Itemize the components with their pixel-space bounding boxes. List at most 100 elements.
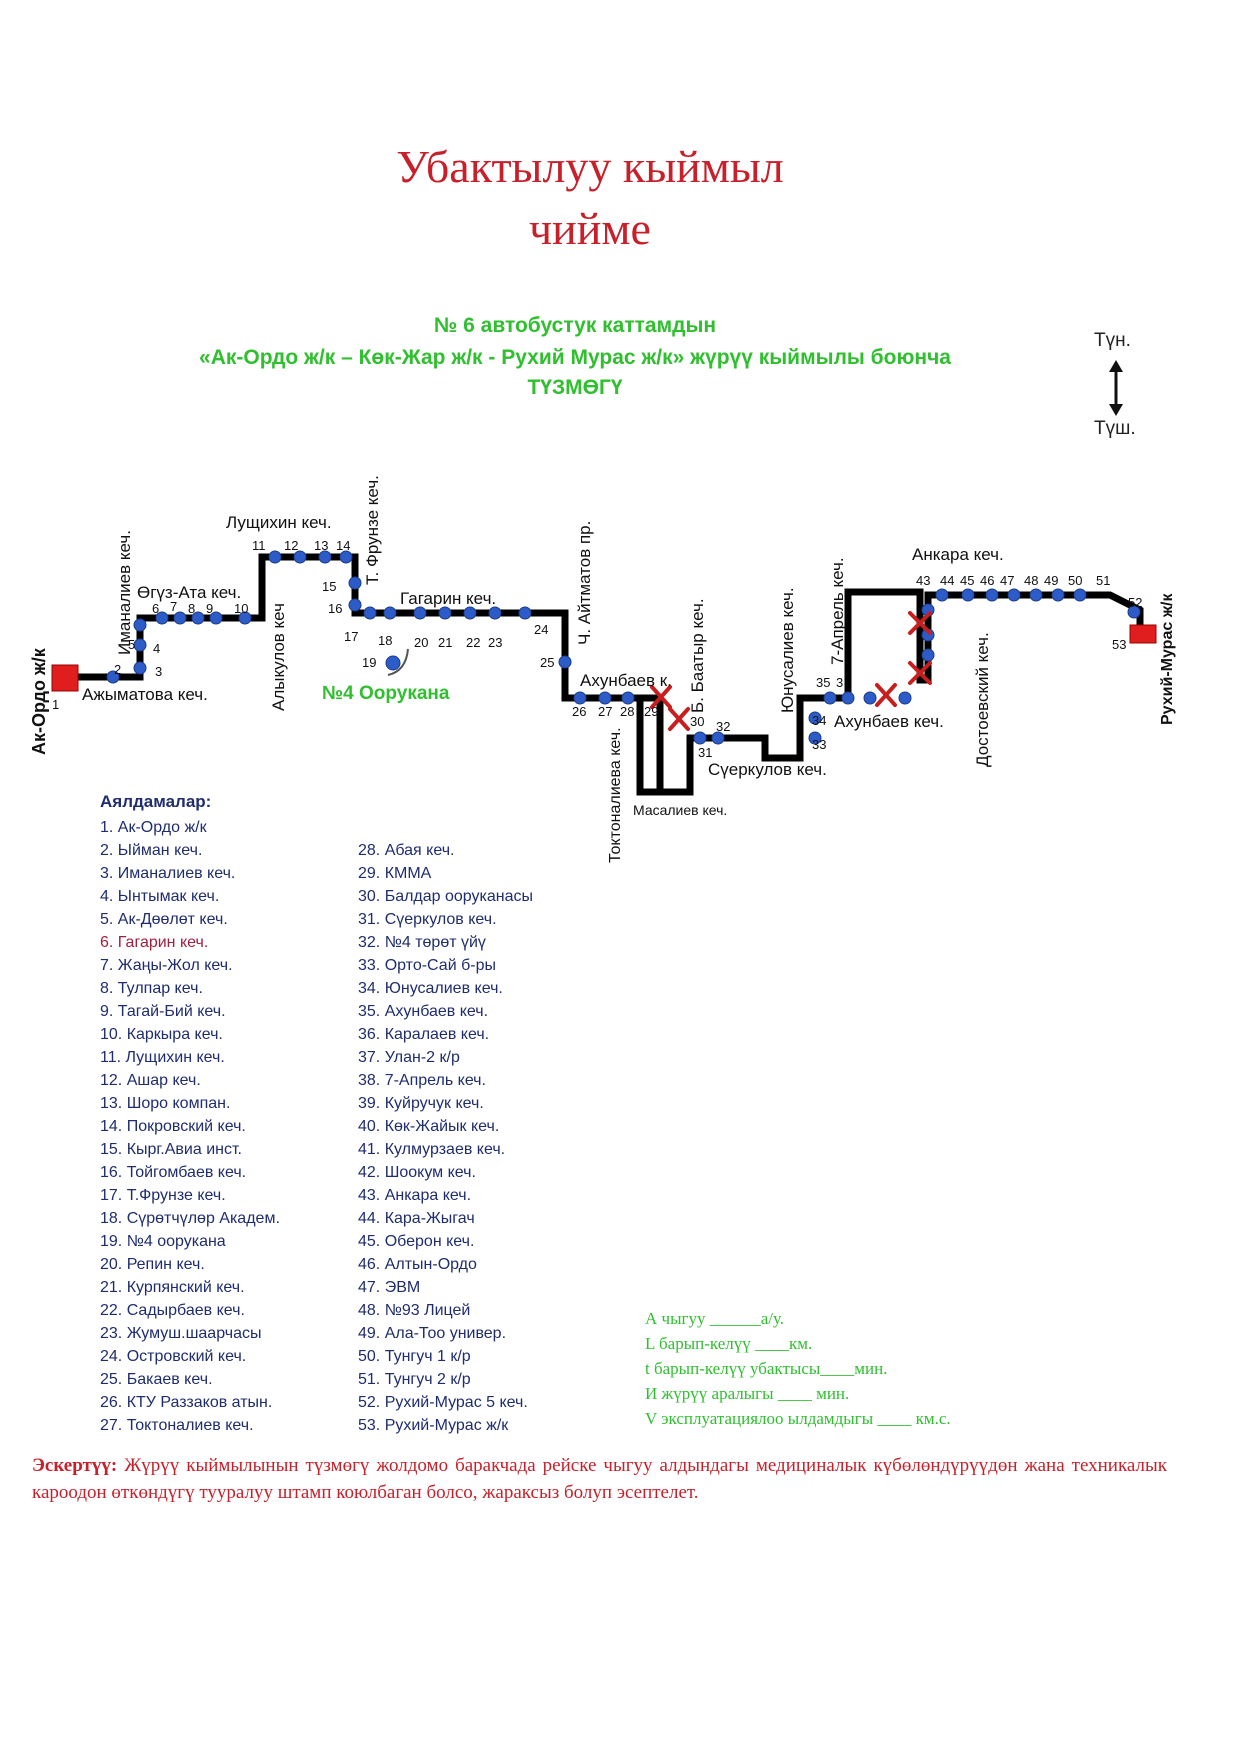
- list-item: 21. Курпянский кеч.: [100, 1279, 245, 1296]
- landmark-label: №4 Оорукана: [322, 683, 450, 704]
- stop-dot: [348, 576, 362, 590]
- street-label: Өгүз-Ата кеч.: [137, 583, 241, 602]
- stop-dot: [293, 550, 307, 564]
- street-label: Токтоналиева кеч.: [607, 727, 624, 863]
- list-item: 10. Каркыра кеч.: [100, 1026, 223, 1043]
- note-label: Эскертүү:: [32, 1455, 118, 1476]
- stop-number: 11: [252, 538, 266, 553]
- stop-number: 26: [572, 704, 586, 719]
- stop-dot: [1029, 588, 1043, 602]
- stop-dot: [173, 611, 187, 625]
- route-loop-toktonalieva: [636, 698, 660, 796]
- list-item: 41. Кулмурзаев кеч.: [358, 1141, 506, 1158]
- stop-number: 47: [1000, 573, 1014, 588]
- stop-dot: [711, 731, 725, 745]
- stop-number: 15: [322, 579, 336, 594]
- list-item: 23. Жумуш.шаарчасы: [100, 1325, 262, 1342]
- compass: Түн. Түш.: [1090, 330, 1170, 440]
- list-item: 15. Кырг.Авиа инст.: [100, 1141, 242, 1158]
- stop-number: 12: [284, 538, 298, 553]
- list-item: 31. Сүеркулов кеч.: [358, 911, 497, 928]
- route-parameters: А чыгуу ______а/у.L барып-келүү ____км.t…: [645, 1306, 951, 1431]
- street-label: Масалиев кеч.: [633, 802, 727, 818]
- street-label: Достоевский кеч.: [973, 632, 992, 767]
- street-label: Т. Фрунзе кеч.: [363, 475, 382, 585]
- stop-dot: [985, 588, 999, 602]
- stop-number: 9: [206, 601, 213, 616]
- list-item: 24. Островский кеч.: [100, 1348, 247, 1365]
- list-item: 33. Орто-Сай б-ры: [358, 957, 496, 974]
- stop-number: 3: [836, 675, 843, 690]
- note-block: Эскертүү: Жүрүү кыймылынын түзмөгү жолдо…: [32, 1452, 1167, 1506]
- terminal-start-marker: [51, 664, 79, 692]
- stop-number: 10: [234, 601, 248, 616]
- street-label: Алыкулов кеч: [269, 603, 288, 711]
- list-item: А чыгуу ______а/у.: [645, 1309, 785, 1328]
- stop-number: 19: [362, 655, 376, 670]
- list-item: 19. №4 оорукана: [100, 1233, 226, 1250]
- street-label: Юнусалиев кеч.: [778, 587, 797, 713]
- page-title: Убактылуу кыймыл: [396, 141, 784, 192]
- list-item: 8. Тулпар кеч.: [100, 980, 203, 997]
- list-item: 2. Ыйман кеч.: [100, 842, 203, 859]
- street-label: Сүеркулов кеч.: [708, 760, 827, 779]
- stop-number: 7: [170, 599, 177, 614]
- stops-list-title: Аялдамалар:: [100, 792, 212, 811]
- stop-number: 32: [716, 719, 730, 734]
- list-item: 48. №93 Лицей: [358, 1302, 471, 1319]
- list-item: 9. Тагай-Бий кеч.: [100, 1003, 226, 1020]
- list-item: 39. Куйручук кеч.: [358, 1095, 484, 1112]
- stop-dot: [1073, 588, 1087, 602]
- stop-number: 21: [438, 635, 452, 650]
- route-map: №4 Оорукана Ак-Ордо ж/к Рухий-Мурас ж/к …: [29, 475, 1176, 863]
- list-item: 28. Абая кеч.: [358, 842, 455, 859]
- terminal-start-label: Ак-Ордо ж/к: [29, 647, 49, 755]
- compass-north: Түн.: [1094, 330, 1131, 351]
- street-label: Ахунбаев кеч.: [834, 712, 944, 731]
- list-item: 25. Бакаев кеч.: [100, 1371, 213, 1388]
- stop-number: 30: [690, 714, 704, 729]
- stop-number: 8: [188, 601, 195, 616]
- list-item: 36. Каралаев кеч.: [358, 1026, 490, 1043]
- stop-dot: [268, 550, 282, 564]
- stop-number: 16: [328, 601, 342, 616]
- stop-dot: [808, 731, 822, 745]
- stop-dot: [935, 588, 949, 602]
- stop-dot: [823, 691, 837, 705]
- stop-dot: [106, 670, 120, 684]
- stop-dot: [1127, 605, 1141, 619]
- list-item: 32. №4 төрөт үйү: [358, 934, 486, 951]
- subtitle-scheme: ТҮЗМӨГҮ: [527, 376, 623, 399]
- stop-dot: [488, 606, 502, 620]
- stop-dot: [133, 638, 147, 652]
- stop-dot: [339, 550, 353, 564]
- street-label: Ахунбаев к.: [580, 671, 672, 690]
- street-label: Анкара кеч.: [912, 545, 1004, 564]
- stop-number: 20: [414, 635, 428, 650]
- terminal-end-label: Рухий-Мурас ж/к: [1159, 593, 1176, 725]
- stop-number: 6: [152, 601, 159, 616]
- list-item: 11. Лущихин кеч.: [100, 1049, 225, 1066]
- stop-dot: [463, 606, 477, 620]
- list-item: 18. Сүрөтчүлөр Академ.: [100, 1210, 280, 1227]
- hospital-arrow-icon: [387, 648, 409, 676]
- stop-number: 17: [344, 629, 358, 644]
- list-item: 35. Ахунбаев кеч.: [358, 1003, 489, 1020]
- list-item: 52. Рухий-Мурас 5 кеч.: [358, 1394, 528, 1411]
- closure-markers: [650, 611, 932, 731]
- list-item: 42. Шоокум кеч.: [358, 1164, 476, 1181]
- stop-dot: [573, 691, 587, 705]
- list-item: 51. Тунгуч 2 к/р: [358, 1371, 471, 1388]
- list-item: 53. Рухий-Мурас ж/к: [358, 1417, 509, 1434]
- list-item: 47. ЭВМ: [358, 1279, 421, 1296]
- stop-number: 44: [940, 573, 954, 588]
- list-item: 49. Ала-Тоо универ.: [358, 1325, 507, 1342]
- list-item: 13. Шоро компан.: [100, 1095, 231, 1112]
- list-item: 12. Ашар кеч.: [100, 1072, 201, 1089]
- stop-number: 49: [1044, 573, 1058, 588]
- list-item: 45. Оберон кеч.: [358, 1233, 475, 1250]
- compass-south: Түш.: [1094, 418, 1136, 439]
- stop-number: 1: [52, 697, 59, 712]
